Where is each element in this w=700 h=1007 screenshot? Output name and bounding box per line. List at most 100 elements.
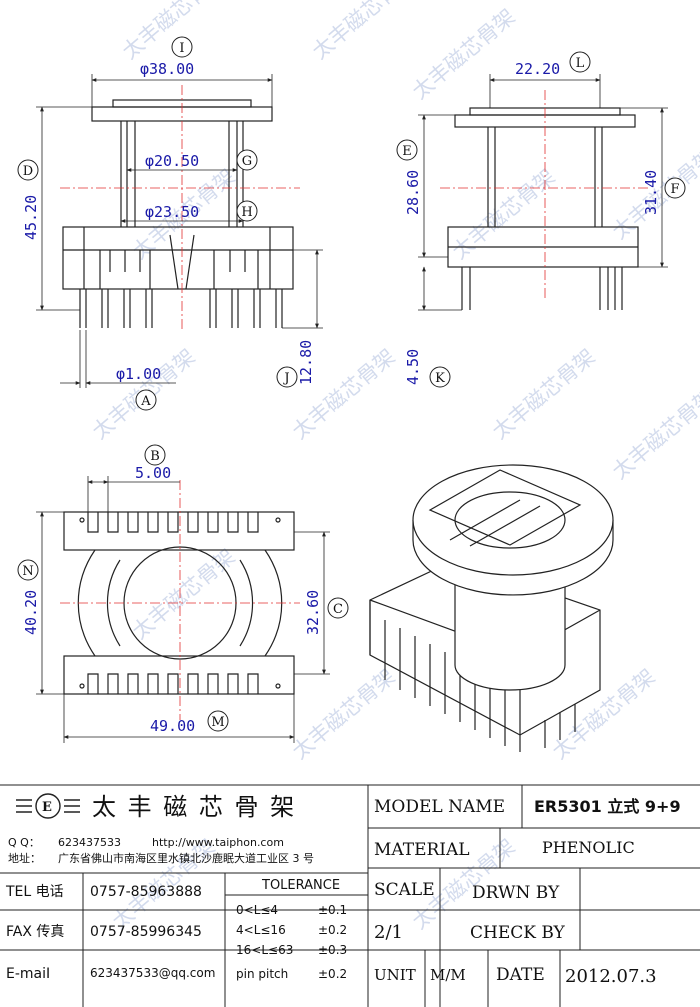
callout-b: B	[144, 444, 166, 466]
title-block-frame	[0, 784, 700, 1007]
tolerance-table: 0<L≤4 ±0.1 4<L≤16 ±0.2 16<L≤63 ±0.3 pin pitch ±…	[236, 903, 347, 981]
unit-value: M/M	[430, 966, 466, 984]
website-link[interactable]: http://www.taiphon.com	[152, 836, 284, 849]
model-name-value: ER5301 立式 9+9	[534, 797, 681, 816]
svg-text:H: H	[241, 205, 252, 220]
callout-a: A	[135, 389, 157, 411]
dim-H: φ23.50	[145, 203, 199, 221]
tel-number: 0757-85963888	[90, 884, 202, 900]
dimension-letter-callouts: I L D G H E F J K A B N C M	[17, 36, 686, 732]
tolerance-value: ±0.2	[318, 967, 347, 981]
dim-C: 32.60	[304, 590, 322, 635]
callout-k: K	[429, 366, 451, 388]
tolerance-title: TOLERANCE	[261, 878, 340, 893]
qq-label: Q Q：	[8, 836, 40, 849]
tolerance-row: 16<L≤63 ±0.3	[236, 943, 347, 957]
model-name-label: MODEL NAME	[374, 797, 505, 817]
svg-text:I: I	[179, 41, 184, 56]
svg-text:B: B	[150, 449, 160, 464]
tolerance-value: ±0.3	[318, 943, 347, 957]
svg-text:N: N	[22, 564, 33, 579]
dim-K: 4.50	[404, 349, 422, 385]
callout-c: C	[327, 597, 349, 619]
svg-text:A: A	[140, 394, 151, 409]
watermark-text: 太丰磁芯骨架	[118, 0, 230, 64]
dim-L: 22.20	[515, 60, 560, 78]
callout-f: F	[664, 177, 686, 199]
material-value: PHENOLIC	[542, 838, 635, 857]
dim-B: 5.00	[135, 464, 171, 482]
tolerance-value: ±0.2	[318, 923, 347, 937]
dim-G: φ20.50	[145, 152, 199, 170]
tolerance-value: ±0.1	[318, 903, 347, 917]
dim-D: 45.20	[22, 195, 40, 240]
callout-j: J	[276, 366, 298, 388]
svg-text:K: K	[435, 371, 445, 386]
logo-letter: E	[42, 800, 52, 815]
drawn-by-label: DRWN BY	[472, 883, 560, 903]
svg-text:D: D	[23, 164, 33, 179]
watermark-text: 太丰磁芯骨架	[488, 344, 600, 443]
tolerance-range: 0<L≤4	[236, 903, 278, 917]
tolerance-row: 0<L≤4 ±0.1	[236, 903, 347, 917]
svg-text:L: L	[576, 56, 585, 71]
svg-text:M: M	[211, 715, 224, 730]
check-by-label: CHECK BY	[470, 923, 566, 943]
isometric-view	[369, 464, 614, 752]
fax-number: 0757-85996345	[90, 924, 202, 940]
qq-number: 623437533	[58, 836, 121, 849]
callout-d: D	[17, 159, 39, 181]
dim-F: 31.40	[642, 170, 660, 215]
svg-text:J: J	[282, 371, 289, 386]
tel-label: TEL 电话	[5, 884, 64, 900]
tolerance-row: 4<L≤16 ±0.2	[236, 923, 347, 937]
svg-text:C: C	[333, 602, 343, 617]
callout-l: L	[569, 51, 591, 73]
bottom-dimension-lines	[36, 476, 330, 743]
callout-m: M	[207, 710, 229, 732]
address-text: 广东省佛山市南海区里水镇北沙鹿眠大道工业区 3 号	[58, 851, 314, 865]
scale-value: 2/1	[374, 922, 403, 943]
watermark-text: 太丰磁芯骨架	[408, 4, 520, 103]
dim-A: φ1.00	[116, 365, 161, 383]
watermark-text: 太丰磁芯骨架	[288, 664, 400, 763]
dim-E: 28.60	[404, 170, 422, 215]
watermark-text: 太丰磁芯骨架	[308, 0, 420, 64]
tolerance-range: 16<L≤63	[236, 943, 293, 957]
svg-text:F: F	[670, 182, 679, 197]
unit-label: UNIT	[374, 966, 416, 984]
dim-M: 49.00	[150, 717, 195, 735]
dim-N: 40.20	[22, 590, 40, 635]
callout-i: I	[171, 36, 193, 58]
fax-label: FAX 传真	[6, 924, 64, 940]
side-dimension-lines	[418, 74, 668, 311]
tolerance-range: pin pitch	[236, 967, 288, 981]
side-view	[447, 107, 639, 310]
date-label: DATE	[496, 965, 545, 985]
callout-h: H	[236, 200, 258, 222]
dim-I: φ38.00	[140, 60, 194, 78]
company-logo	[16, 793, 80, 819]
svg-text:G: G	[242, 154, 252, 169]
front-dimension-lines	[36, 74, 323, 388]
callout-g: G	[236, 149, 258, 171]
watermark-text: 太丰磁芯骨架	[608, 384, 700, 483]
callout-e: E	[396, 139, 418, 161]
company-name: 太 丰 磁 芯 骨 架	[92, 793, 296, 821]
email-address[interactable]: 623437533@qq.com	[90, 966, 215, 980]
bottom-centerlines	[60, 480, 300, 720]
tolerance-row: pin pitch ±0.2	[236, 967, 347, 981]
svg-text:E: E	[402, 144, 412, 159]
scale-label: SCALE	[374, 880, 435, 900]
address-label: 地址：	[8, 851, 41, 865]
callout-n: N	[17, 559, 39, 581]
date-value: 2012.07.3	[565, 966, 657, 987]
dim-J: 12.80	[297, 340, 315, 385]
material-label: MATERIAL	[374, 840, 470, 860]
watermark-text: 太丰磁芯骨架	[448, 164, 560, 263]
side-centerlines	[440, 90, 650, 300]
email-label: E-maiI	[6, 966, 50, 982]
tolerance-range: 4<L≤16	[236, 923, 286, 937]
